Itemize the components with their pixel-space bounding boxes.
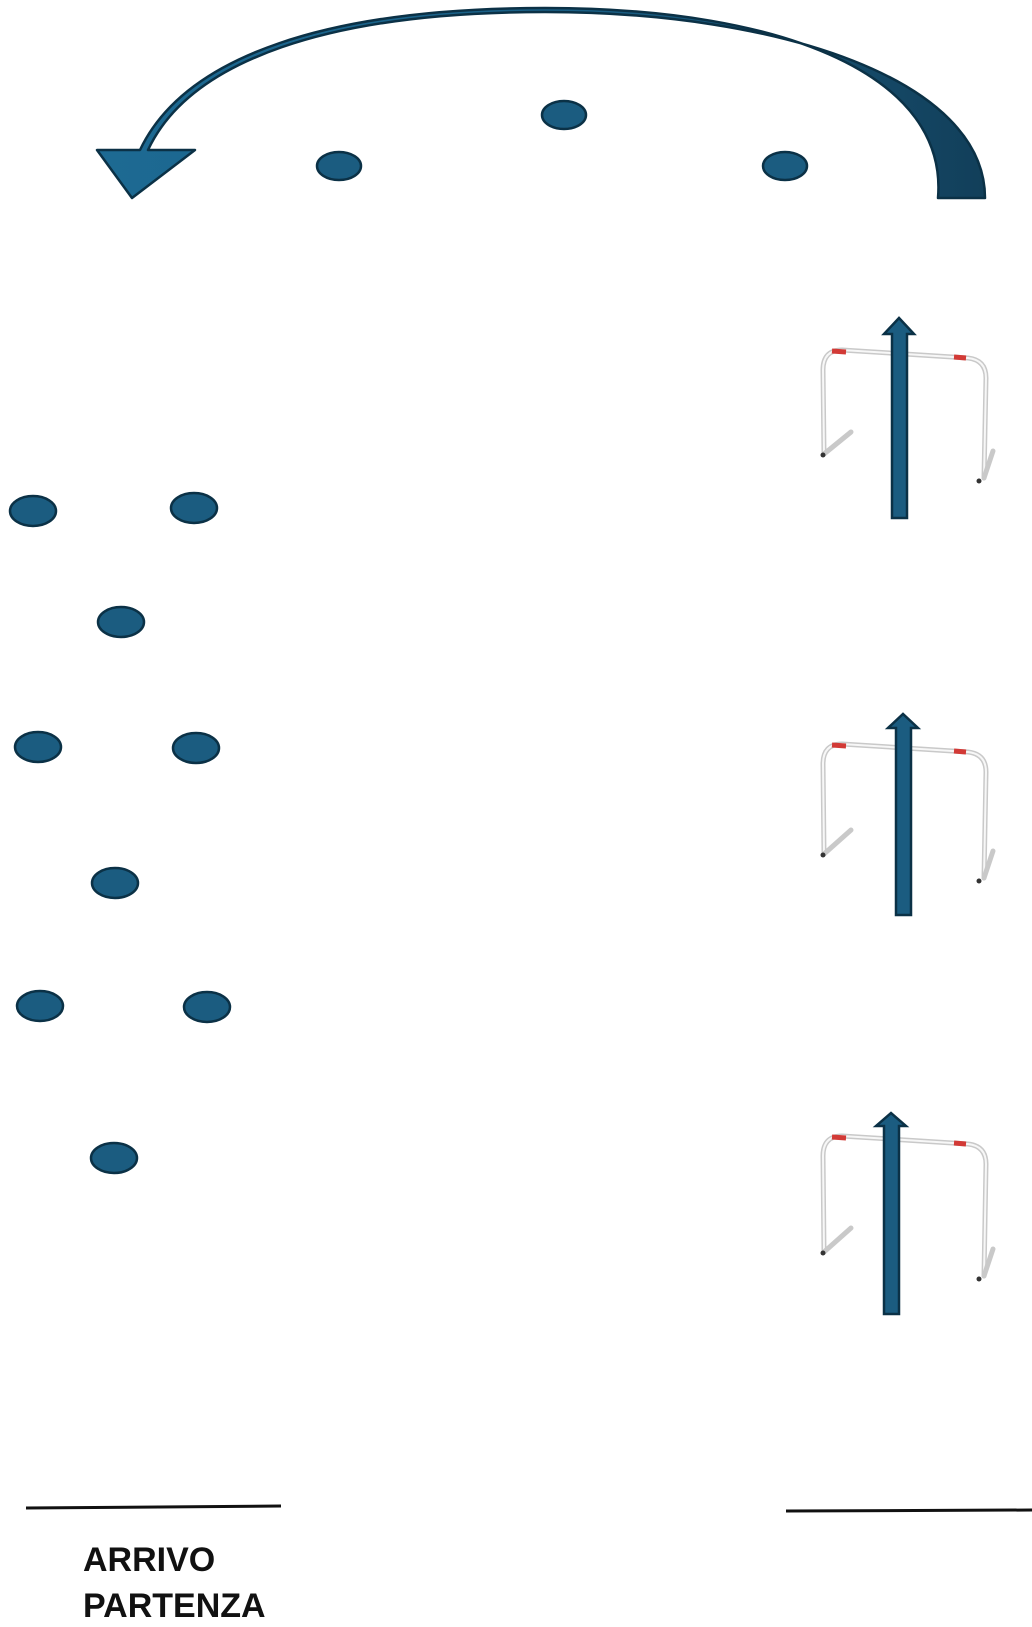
- cone-marker-icon: [763, 152, 807, 180]
- top-cones: [317, 101, 807, 180]
- start-line: [786, 1510, 1032, 1511]
- left-cone-group-2: [15, 732, 219, 898]
- finish-label: ARRIVO: [83, 1541, 215, 1579]
- hurdle-icon: [821, 714, 994, 915]
- cone-marker-icon: [317, 152, 361, 180]
- start-label: PARTENZA: [83, 1587, 266, 1625]
- cone-marker-icon: [173, 733, 219, 763]
- up-arrow-icon: [876, 1113, 906, 1314]
- curved-return-arrow-icon: [97, 8, 985, 198]
- cone-marker-icon: [92, 868, 138, 898]
- up-arrow-icon: [888, 714, 918, 915]
- cone-marker-icon: [17, 991, 63, 1021]
- hurdle-icon: [821, 318, 994, 518]
- left-cone-group-1: [10, 493, 217, 637]
- left-cone-group-3: [17, 991, 230, 1173]
- cone-marker-icon: [542, 101, 586, 129]
- cone-marker-icon: [98, 607, 144, 637]
- finish-line: [26, 1506, 281, 1508]
- cone-marker-icon: [184, 992, 230, 1022]
- cone-marker-icon: [91, 1143, 137, 1173]
- up-arrow-icon: [884, 318, 914, 518]
- hurdle-icon: [821, 1113, 994, 1314]
- cone-marker-icon: [171, 493, 217, 523]
- cone-marker-icon: [10, 496, 56, 526]
- cone-marker-icon: [15, 732, 61, 762]
